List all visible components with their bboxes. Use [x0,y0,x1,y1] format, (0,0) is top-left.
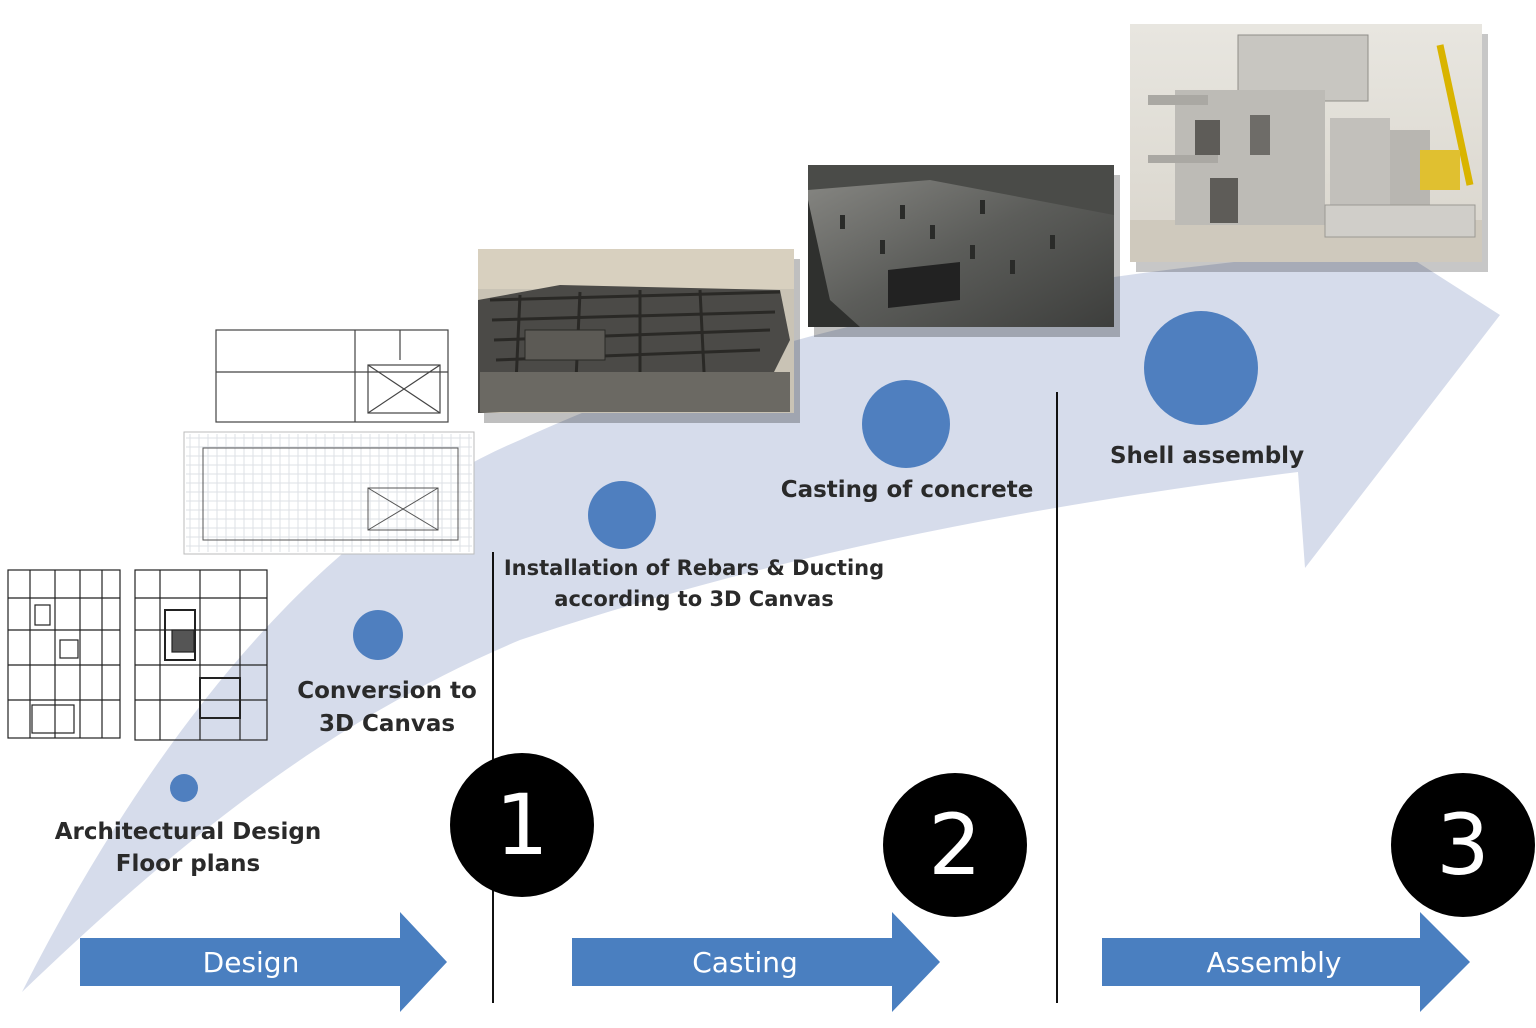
rebar-installation-photo [478,249,800,423]
step-dot-shell-assembly [1144,311,1258,425]
phase-badge-2 [883,773,1027,917]
phase-badge-3-number: 3 [1436,796,1489,894]
rebars-label-line1: Installation of Rebars & Ducting [504,556,884,580]
progress-sweep-arrow [22,182,1500,992]
design-phase-arrow [80,912,447,1012]
conversion-label-line2: 3D Canvas [319,711,455,737]
architectural-design-label-line1: Architectural Design [55,819,322,845]
step-dot-architectural-design [170,774,198,802]
shell-assembly-photo [1130,24,1488,272]
casting-phase-label: Casting [692,946,798,979]
step-dot-conversion [353,610,403,660]
panel-outline-drawing [215,329,449,423]
phase-badge-1 [450,753,594,897]
floor-plan-drawing-right [134,569,268,741]
design-phase-label: Design [203,946,300,979]
assembly-phase-label: Assembly [1207,946,1342,979]
concrete-casting-photo [808,165,1120,337]
floor-plan-drawing-left [7,569,121,739]
phase-badge-1-number: 1 [495,776,548,874]
phase-badge-2-number: 2 [928,796,981,894]
phase-badge-3 [1391,773,1535,917]
step-dot-rebars [588,481,656,549]
shell-assembly-label: Shell assembly [1110,443,1304,469]
casting-concrete-label: Casting of concrete [781,477,1034,503]
rebars-label-line2: according to 3D Canvas [554,587,833,611]
assembly-phase-arrow [1102,912,1470,1012]
conversion-label-line1: Conversion to [297,678,477,704]
casting-phase-arrow [572,912,940,1012]
panel-grid-drawing [183,431,475,555]
step-dot-casting-concrete [862,380,950,468]
architectural-design-label-line2: Floor plans [116,851,260,877]
